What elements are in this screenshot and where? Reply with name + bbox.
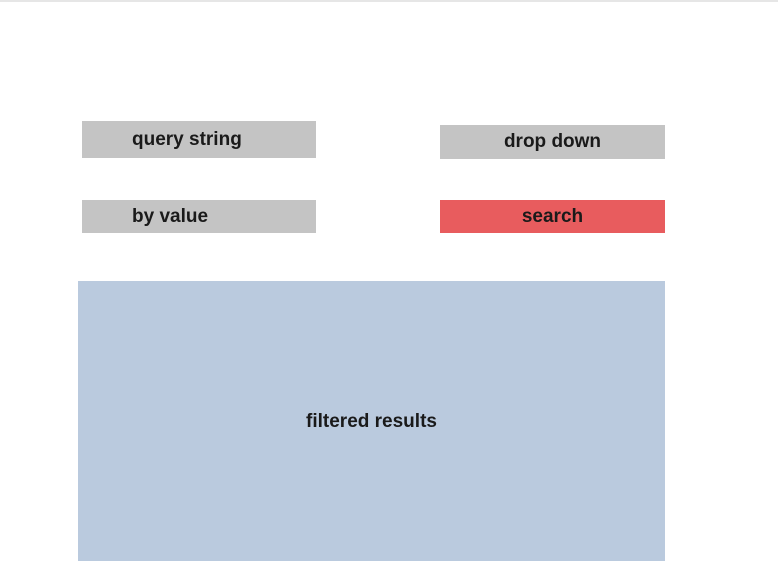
drop-down-label: drop down: [503, 131, 602, 152]
filtered-results-panel: filtered results: [78, 281, 665, 561]
drop-down-select[interactable]: drop down: [440, 125, 665, 159]
search-label: search: [521, 205, 584, 227]
query-string-input[interactable]: query string: [82, 121, 316, 158]
filtered-results-label: filtered results: [306, 411, 437, 432]
search-button[interactable]: search: [440, 200, 665, 233]
by-value-label: by value: [132, 205, 209, 227]
by-value-input[interactable]: by value: [82, 200, 316, 233]
query-string-label: query string: [132, 128, 242, 150]
